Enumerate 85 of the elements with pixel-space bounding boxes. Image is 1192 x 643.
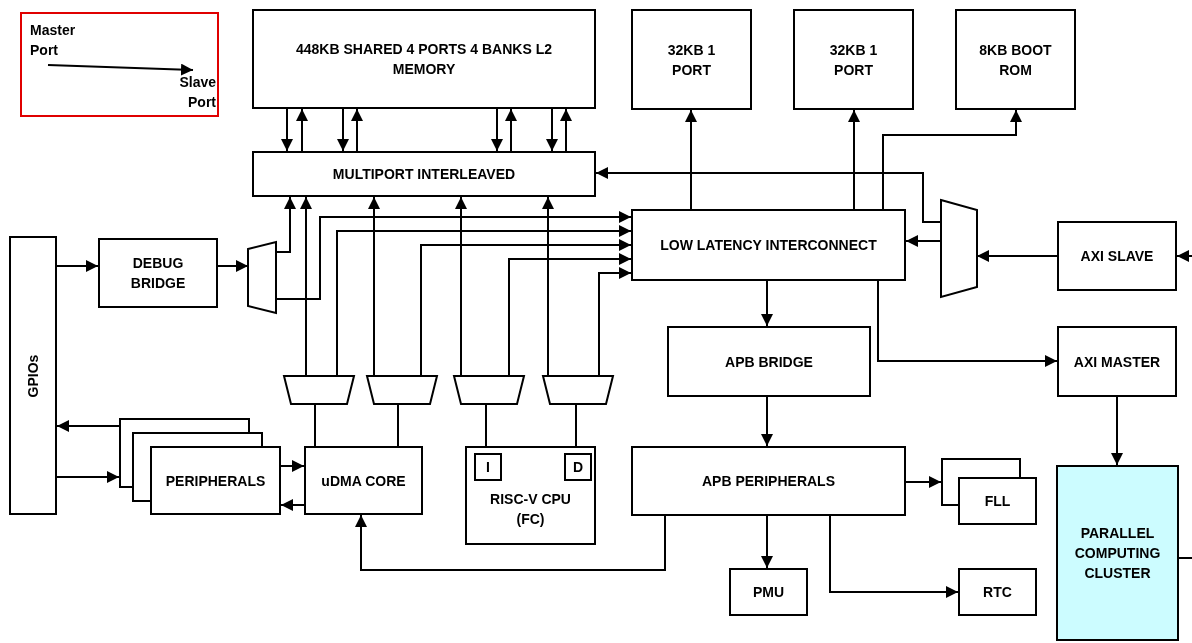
arrow — [595, 167, 942, 223]
block-label: AXI MASTER — [1073, 352, 1161, 372]
block-label: 32KB 1 PORT — [666, 40, 717, 80]
key-box — [20, 12, 219, 117]
connector-line — [314, 403, 316, 447]
arrow — [761, 515, 773, 569]
arrow — [47, 63, 194, 76]
block-label: I — [486, 458, 490, 477]
block — [1057, 221, 1177, 291]
block-label: Master Port — [30, 21, 77, 60]
arrow — [280, 460, 305, 472]
arrow — [368, 196, 380, 377]
block-label: APB BRIDGE — [725, 352, 813, 372]
arrow — [280, 499, 305, 511]
block-label: PMU — [752, 583, 785, 602]
block-label: 32KB 1 PORT — [828, 40, 879, 80]
block — [1057, 326, 1177, 397]
block-label: RTC — [983, 583, 1012, 602]
connector-line — [1178, 557, 1192, 559]
block — [252, 9, 596, 109]
arrow — [281, 108, 293, 152]
arrow — [848, 109, 860, 210]
arrow — [1176, 250, 1192, 262]
block — [465, 446, 596, 545]
arrow — [217, 260, 249, 272]
arrow — [1111, 396, 1123, 466]
connector-line — [397, 403, 399, 447]
arrow — [505, 108, 517, 152]
arrow — [546, 108, 558, 152]
block — [9, 236, 57, 515]
block-label: 448KB SHARED 4 PORTS 4 BANKS L2 MEMORY — [295, 40, 553, 79]
block-label: 8KB BOOT ROM — [978, 40, 1053, 80]
arrow — [296, 108, 308, 152]
block — [631, 9, 752, 110]
stacked-block — [119, 418, 281, 515]
block — [252, 151, 596, 197]
arrow — [300, 196, 312, 377]
block-label: RISC-V CPU (FC) — [489, 490, 572, 529]
arrow — [56, 260, 99, 272]
arrow — [905, 235, 942, 247]
block — [631, 209, 906, 281]
block-label: D — [572, 458, 584, 477]
arrow — [491, 108, 503, 152]
block-label: GPIOs — [24, 354, 42, 397]
block-label: AXI SLAVE — [1080, 247, 1154, 266]
block — [631, 446, 906, 516]
block — [729, 568, 808, 616]
block — [793, 9, 914, 110]
block-label: APB PERIPHERALS — [702, 472, 835, 491]
arrow — [560, 108, 572, 152]
arrow — [761, 396, 773, 447]
arrow — [56, 420, 120, 432]
arrow — [56, 471, 120, 483]
port-box — [564, 453, 592, 481]
block — [304, 446, 423, 515]
arrow — [420, 239, 632, 377]
block-label: FLL — [984, 492, 1011, 511]
arrow — [882, 109, 1022, 210]
block-label: MULTIPORT INTERLEAVED — [332, 165, 516, 184]
block — [955, 9, 1076, 110]
arrow — [761, 280, 773, 327]
block-label: DEBUG BRIDGE — [129, 254, 187, 293]
arrow — [598, 267, 632, 377]
block-label: Slave Port — [178, 73, 216, 112]
block — [667, 326, 871, 397]
block-label: PARALLEL COMPUTING CLUSTER — [1073, 524, 1162, 583]
port-box — [474, 453, 502, 481]
block — [98, 238, 218, 308]
arrow — [829, 515, 959, 598]
arrow — [685, 109, 697, 210]
arrow — [877, 280, 1058, 367]
arrow — [905, 476, 942, 488]
arrow — [355, 514, 666, 571]
arrow — [508, 253, 632, 377]
block — [958, 568, 1037, 616]
arrow — [455, 196, 467, 377]
arrow — [337, 108, 349, 152]
arrow — [336, 225, 632, 377]
arrow — [351, 108, 363, 152]
block-label: PERIPHERALS — [165, 471, 266, 491]
block-label: LOW LATENCY INTERCONNECT — [660, 236, 877, 255]
arrow — [542, 196, 554, 377]
stacked-block — [941, 458, 1037, 525]
block — [1056, 465, 1179, 641]
block-label: uDMA CORE — [321, 471, 406, 491]
